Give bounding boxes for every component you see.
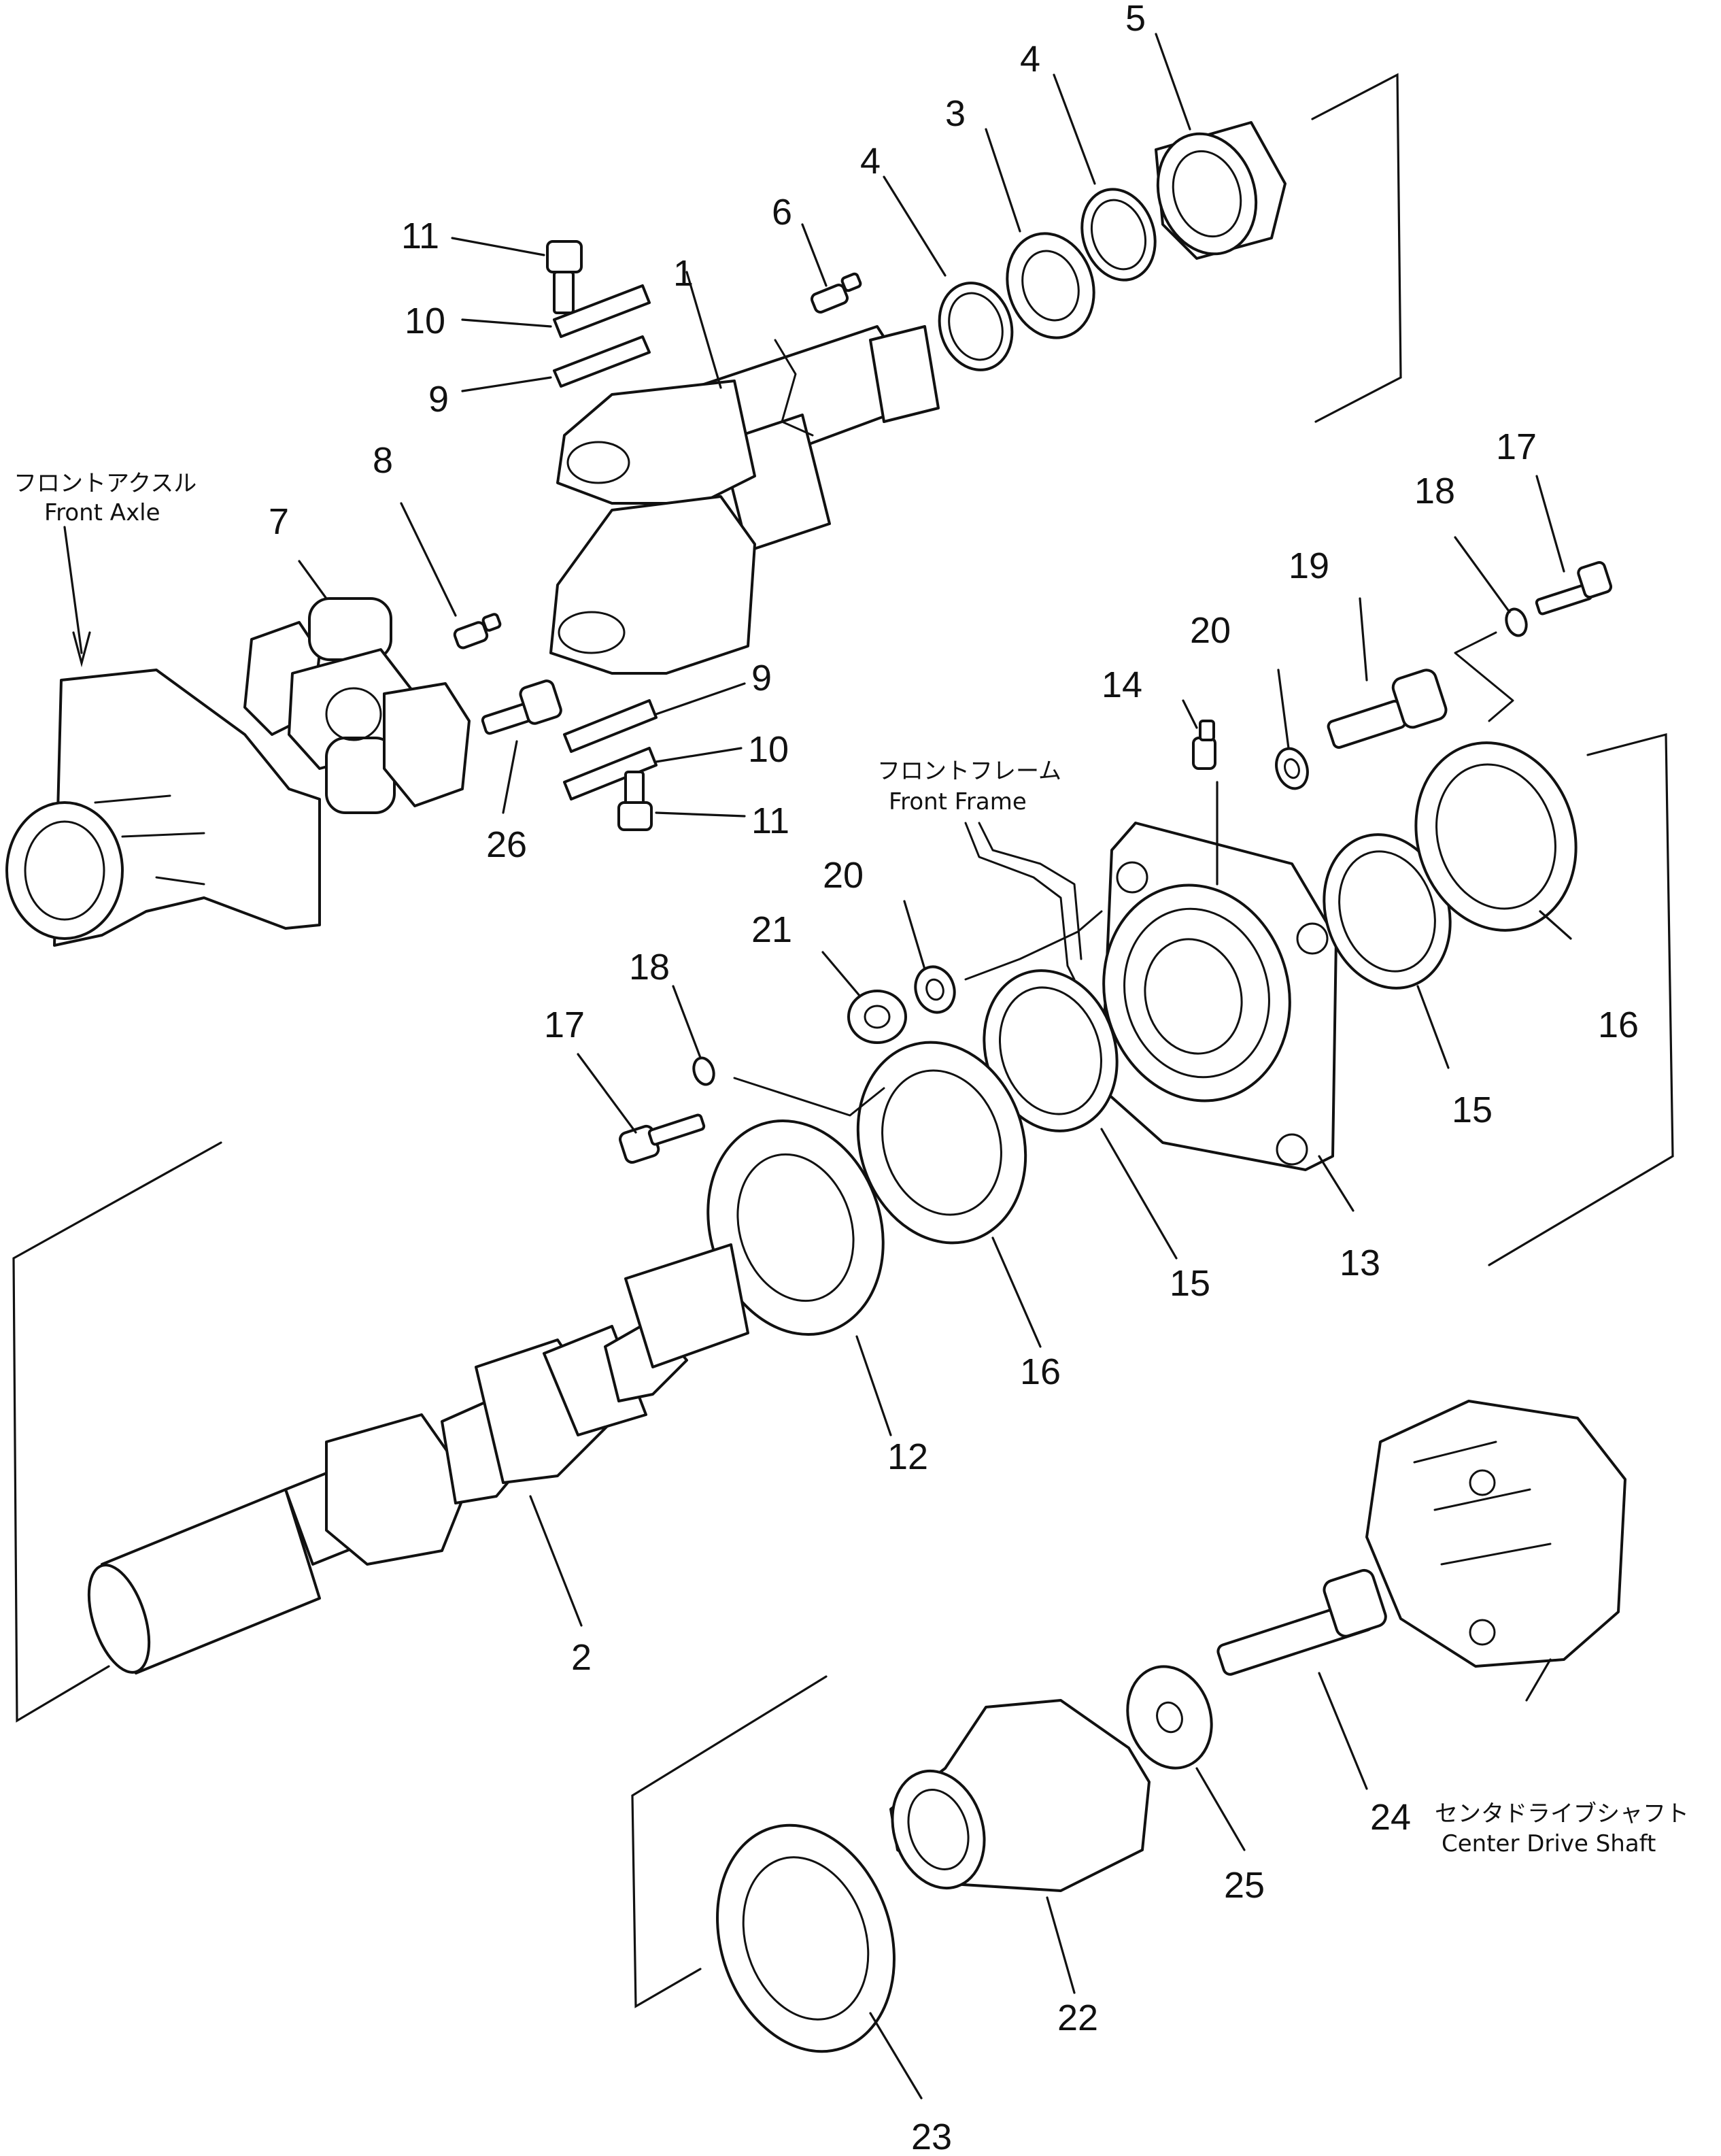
label-15-right: 15 [1452,1090,1493,1130]
part-1-yoke-shaft [549,325,940,675]
label-20-top: 20 [1190,610,1231,651]
part-3-ring [1006,232,1095,339]
label-17-top: 17 [1496,426,1537,467]
part-number-labels: 11 10 9 1 6 4 3 4 5 7 8 9 10 11 26 14 20… [269,0,1639,2156]
label-20-left: 20 [823,855,864,896]
label-12: 12 [887,1436,928,1477]
caption-front-axle: フロントアクスル Front Axle [14,470,197,526]
label-9-top: 9 [428,379,449,420]
part-7-spider [243,597,471,814]
group-bracket-top [1311,73,1402,423]
caption-front-axle-en: Front Axle [44,499,160,526]
part-10-lock-plate-bottom [563,747,658,801]
part-9-plate-bottom [563,699,658,753]
label-24: 24 [1370,1797,1411,1838]
part-17-bolt-top [1535,560,1613,616]
part-17-bolt-left [619,1113,706,1164]
label-14: 14 [1102,664,1142,705]
part-15-bearing-left [983,969,1119,1132]
label-15-left: 15 [1170,1263,1210,1304]
part-19-bolt [1327,669,1448,749]
part-10-lock-plate-top [553,284,651,338]
label-10-bottom: 10 [748,729,789,770]
part-24-bolt [1216,1568,1387,1676]
label-11-bottom: 11 [751,801,789,841]
label-26: 26 [486,824,527,865]
group-bracket-right [1488,732,1674,1266]
label-19: 19 [1289,545,1329,586]
part-4-snap-ring-left [938,282,1014,371]
caption-front-frame: フロントフレーム Front Frame [877,758,1061,815]
part-18-lock-washer-top [1505,607,1528,637]
label-17-left: 17 [544,1005,585,1045]
part-15-bearing-right [1323,833,1452,990]
group-bracket-left [12,1141,222,1723]
label-1: 1 [673,253,694,294]
part-13-bearing-housing [1100,822,1337,1171]
label-2: 2 [571,1637,592,1678]
caption-front-axle-jp: フロントアクスル [14,470,197,497]
part-5-collar [1155,121,1287,260]
part-6-grease-nipple [810,272,862,314]
label-16-right: 16 [1598,1005,1639,1045]
caption-center-drive-jp: センタドライブシャフト [1435,1800,1689,1827]
part-21-nut [847,990,907,1044]
front-axle-housing [5,669,321,947]
label-3: 3 [945,93,966,134]
caption-center-drive-en: Center Drive Shaft [1442,1830,1656,1857]
part-16-cover-right [1414,741,1578,932]
part-14-grease-nipple [1192,720,1216,770]
part-8-grease-nipple [453,613,502,650]
part-11-bolt-bottom [617,771,653,831]
leader-lines [63,33,1572,2100]
label-4-right: 4 [1020,39,1040,80]
part-4-snap-ring-right [1080,188,1157,282]
part-2-spline-shaft [87,1243,749,1674]
caption-front-frame-en: Front Frame [889,788,1027,815]
label-18-left: 18 [629,947,670,988]
label-25: 25 [1224,1865,1265,1906]
label-8: 8 [373,440,393,481]
part-23-seal [716,1823,896,2053]
group-bracket-bottom [631,1675,828,2008]
part-25-washer [1126,1665,1213,1770]
label-18-top: 18 [1414,471,1455,511]
label-21: 21 [751,909,792,950]
part-11-bolt-top [546,240,583,314]
center-drive-shaft-yoke [1365,1400,1626,1668]
front-frame-outline [964,822,1083,981]
label-23: 23 [911,2117,952,2156]
label-9-bottom: 9 [751,658,772,698]
label-16-left: 16 [1020,1351,1061,1392]
label-4-left: 4 [860,141,881,182]
label-7: 7 [269,501,289,542]
label-5: 5 [1125,0,1146,39]
part-18-lock-washer-left [692,1056,715,1086]
part-20-washer-left [914,965,956,1014]
caption-front-frame-jp: フロントフレーム [877,758,1061,785]
part-12-seal [706,1119,885,1336]
label-13: 13 [1340,1243,1380,1283]
label-6: 6 [772,192,792,233]
part-26-bolt [481,679,562,735]
part-16-cover-left [856,1041,1027,1245]
part-20-washer-top [1275,747,1309,790]
part-9-plate-top [553,335,651,388]
label-10-top: 10 [405,301,445,341]
label-22: 22 [1057,1998,1098,2038]
caption-center-drive-shaft: センタドライブシャフト Center Drive Shaft [1435,1800,1689,1857]
part-22-yoke [889,1699,1151,1892]
label-11-top: 11 [401,216,439,256]
